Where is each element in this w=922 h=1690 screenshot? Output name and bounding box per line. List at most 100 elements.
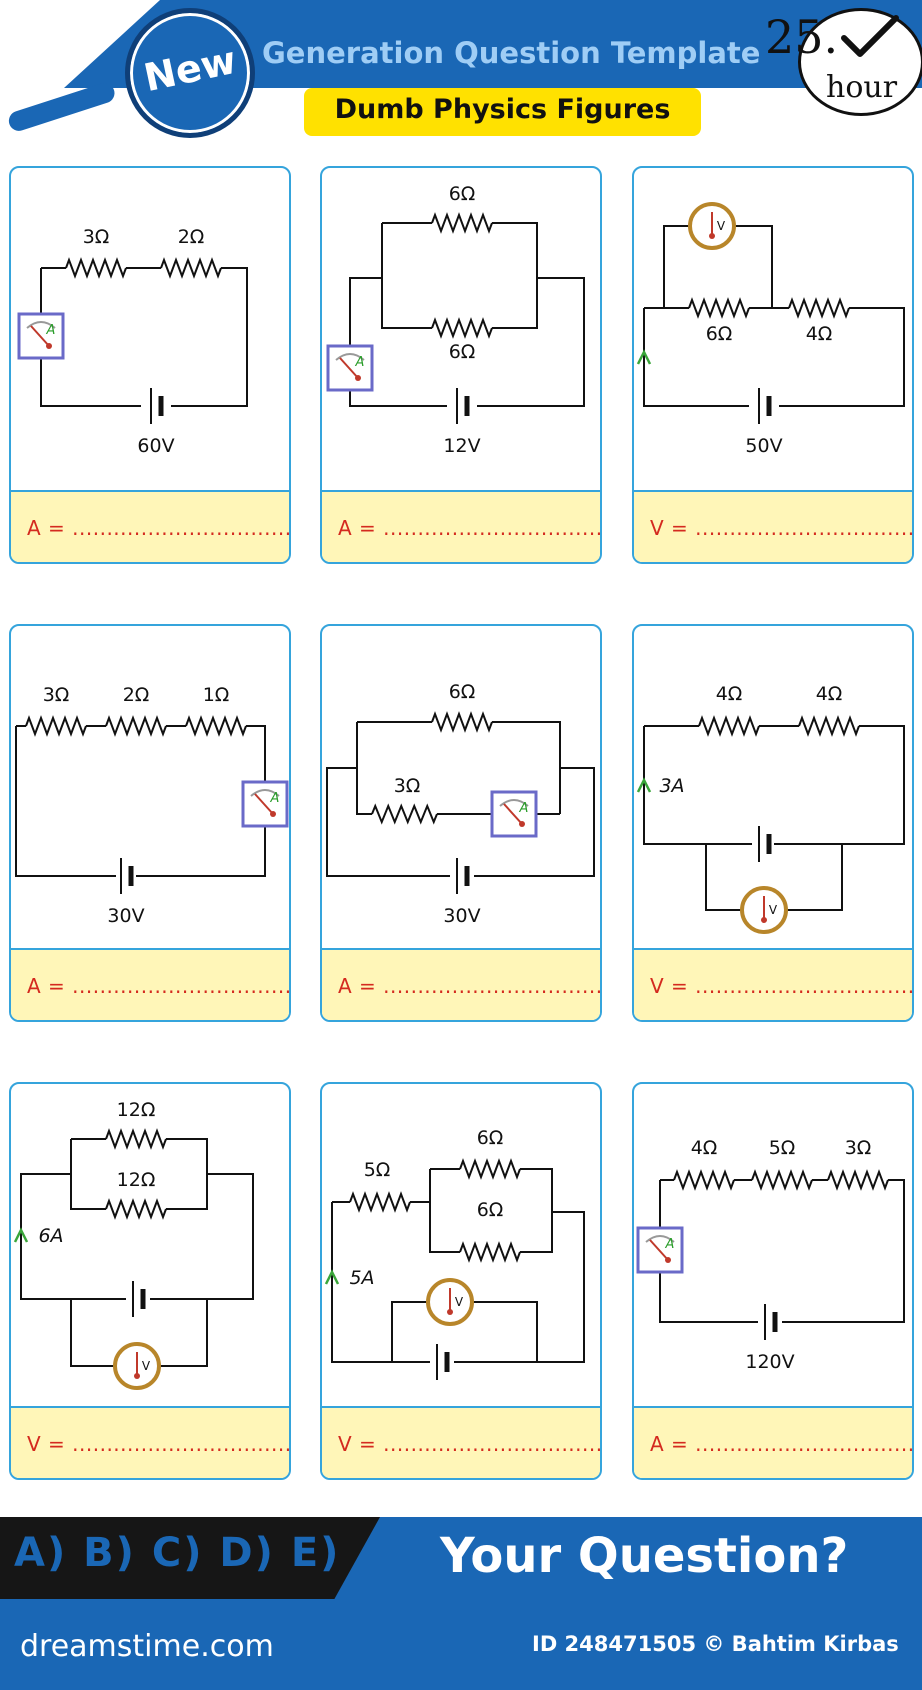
wire (429, 1169, 460, 1253)
footer-choices-panel (0, 1517, 380, 1599)
wire (786, 844, 843, 911)
component-label: 12Ω (117, 1169, 156, 1191)
wire (474, 767, 595, 877)
component-label: 4Ω (716, 683, 743, 705)
answer-box[interactable]: V = ................................ . (634, 948, 912, 1020)
resistor-icon (431, 711, 493, 733)
component-label: 1Ω (203, 684, 230, 706)
clock-check-icon (798, 8, 922, 116)
wire (381, 223, 432, 329)
resistor-icon (688, 297, 750, 319)
hour-label: hour (826, 70, 898, 105)
svg-text:A: A (519, 801, 529, 816)
ammeter-icon: A (17, 312, 65, 360)
component-label: 5Ω (364, 1159, 391, 1181)
component-label: 2Ω (123, 684, 150, 706)
answer-prompt: A = ................................ . (27, 974, 291, 998)
wire (356, 722, 372, 815)
answer-box[interactable]: A = ................................ . (322, 490, 600, 562)
wire (166, 1138, 208, 1210)
svg-text:A: A (355, 355, 365, 370)
component-label: 3Ω (394, 775, 421, 797)
svg-text:A: A (46, 323, 56, 338)
component-label: 2Ω (178, 226, 205, 248)
wire (734, 225, 773, 308)
resistor-icon (65, 257, 127, 279)
wire (643, 308, 749, 407)
component-label: 6Ω (706, 323, 733, 345)
page-subtitle: Dumb Physics Figures (334, 94, 671, 125)
answer-box[interactable]: A = ................................ . (634, 1406, 912, 1478)
current-label: 3A (659, 775, 684, 797)
component-label: 5Ω (769, 1137, 796, 1159)
ammeter-icon: A (636, 1226, 684, 1274)
voltmeter-icon: V (688, 202, 736, 250)
answer-prompt: A = ................................ . (338, 974, 602, 998)
component-label: 12V (443, 435, 480, 457)
wire (492, 222, 538, 329)
wire (20, 1173, 126, 1300)
component-label: 6Ω (477, 1127, 504, 1149)
component-label: 3Ω (83, 226, 110, 248)
wire (331, 1202, 430, 1363)
test-number: 25. (765, 10, 839, 64)
component-label: 4Ω (816, 683, 843, 705)
wire (643, 726, 752, 845)
component-label: 4Ω (691, 1137, 718, 1159)
answer-box[interactable]: V = ................................ . (634, 490, 912, 562)
voltmeter-icon: V (113, 1342, 161, 1390)
component-label: 30V (107, 905, 144, 927)
current-label: 5A (349, 1267, 374, 1289)
answer-prompt: V = ................................ . (650, 516, 914, 540)
wire (326, 767, 450, 877)
svg-text:V: V (769, 903, 778, 917)
wire (663, 225, 689, 308)
answer-prompt: A = ................................ . (338, 516, 602, 540)
wire (774, 725, 905, 845)
svg-text:V: V (142, 1359, 151, 1373)
component-label: 6Ω (449, 681, 476, 703)
answer-prompt: V = ................................ . (338, 1432, 602, 1456)
ammeter-icon: A (241, 780, 289, 828)
site-logo: dreamstime.com (20, 1629, 274, 1664)
answer-box[interactable]: V = ................................ . (11, 1406, 289, 1478)
answer-box[interactable]: V = ................................ . (322, 1406, 600, 1478)
resistor-icon (827, 1169, 889, 1191)
current-arrow-icon (13, 1227, 29, 1243)
checkmark-icon (841, 15, 899, 57)
resistor-icon (431, 317, 493, 339)
new-badge: New (125, 8, 255, 138)
resistor-icon (751, 1169, 813, 1191)
wire (159, 1299, 208, 1367)
resistor-icon (371, 803, 438, 825)
ammeter-icon: A (490, 790, 538, 838)
resistor-icon (25, 715, 87, 737)
resistor-icon (349, 1191, 411, 1213)
answer-box[interactable]: A = ................................ . (322, 948, 600, 1020)
voltmeter-icon: V (426, 1278, 474, 1326)
resistor-icon (798, 715, 860, 737)
wire (70, 1299, 115, 1367)
svg-text:V: V (717, 219, 726, 233)
wire (70, 1139, 106, 1210)
component-label: 30V (443, 905, 480, 927)
answer-box[interactable]: A = ................................ . (11, 948, 289, 1020)
svg-text:V: V (455, 1295, 464, 1309)
component-label: 6Ω (477, 1199, 504, 1221)
answer-box[interactable]: A = ................................ . (11, 490, 289, 562)
component-label: 50V (745, 435, 782, 457)
resistor-icon (105, 715, 167, 737)
answer-choices: A) B) C) D) E) (14, 1530, 341, 1576)
current-arrow-icon (324, 1269, 340, 1285)
your-question-label: Your Question? (440, 1528, 849, 1584)
wire (779, 307, 905, 407)
resistor-icon (698, 715, 760, 737)
wire (171, 267, 248, 407)
